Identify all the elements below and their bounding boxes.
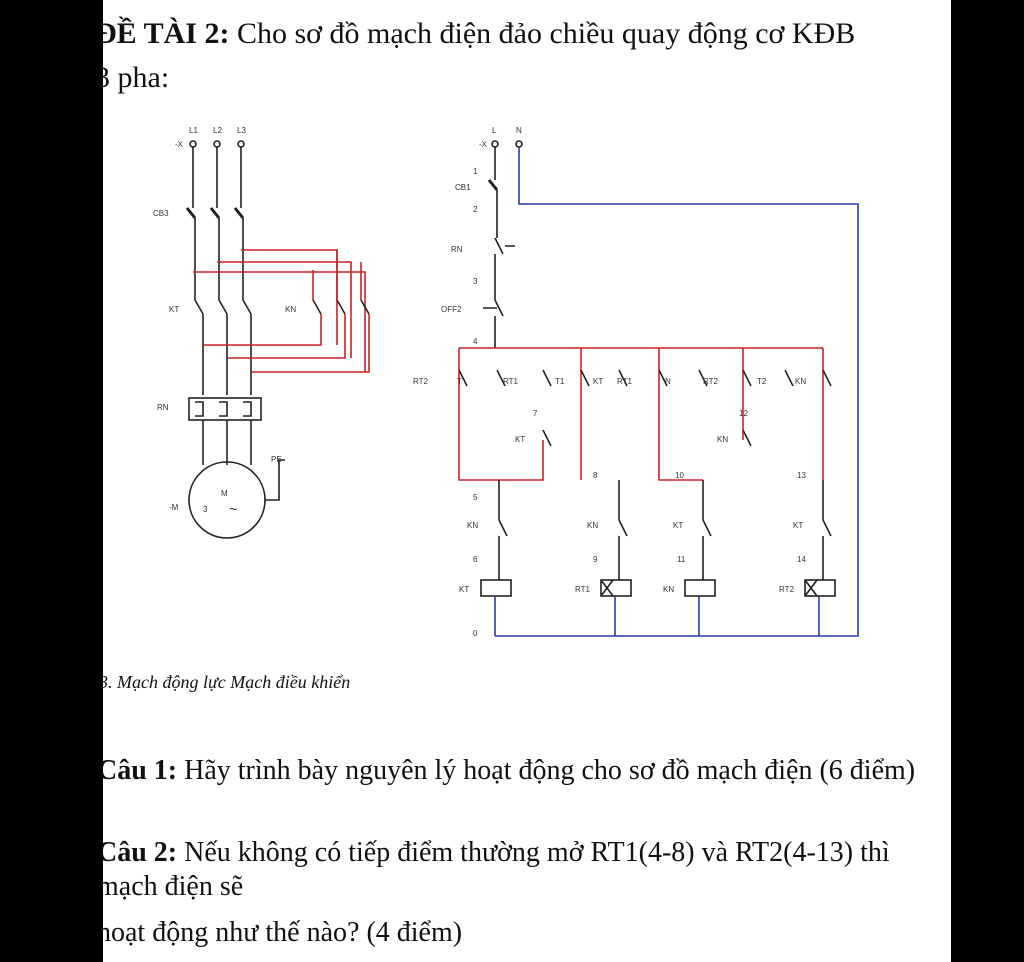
coil-kt [480, 579, 512, 597]
label-supply-n: N [516, 126, 522, 135]
title-bold: ĐỀ TÀI 2: [103, 17, 230, 50]
node-14: 14 [797, 555, 806, 564]
neutral-wire [495, 147, 859, 637]
node-8: 8 [593, 471, 598, 480]
coil-label-rt1: RT1 [575, 585, 591, 594]
label-kn: KN [285, 305, 296, 314]
series-kn-2: KN [587, 521, 598, 530]
label-terminal-2: -X [479, 140, 488, 149]
contact-n: N [665, 377, 671, 386]
node-5: 5 [473, 493, 478, 502]
power-circuit [185, 140, 370, 539]
node-3: 3 [473, 277, 478, 286]
coil-label-rt2: RT2 [779, 585, 795, 594]
contact-rt1: RT1 [503, 377, 519, 386]
contact-rt1-b: RT1 [617, 377, 633, 386]
node-12: 12 [739, 409, 748, 418]
label-supply-l: L [492, 126, 497, 135]
label-l2: L2 [213, 126, 222, 135]
stop-button-off2 [483, 299, 504, 317]
exam-page: ĐỀ TÀI 2: Cho sơ đồ mạch điện đảo chiều … [103, 0, 951, 962]
breaker-cb1 [487, 179, 499, 191]
question-2-label: Câu 2: [103, 837, 178, 868]
control-circuit [458, 140, 859, 637]
label-off2: OFF2 [441, 305, 462, 314]
breaker-cb3 [185, 207, 245, 219]
node-4: 4 [473, 337, 478, 346]
overload-contact-rn [494, 237, 515, 255]
coil-label-kt: KT [459, 585, 469, 594]
series-kt-2: KT [793, 521, 803, 530]
contact-rt2-b: RT2 [703, 377, 719, 386]
label-motor-wave: ~ [229, 501, 237, 517]
diagram-caption: 3. Mạch động lực Mạch điều khiển [103, 672, 351, 692]
question-1: Câu 1: Hãy trình bày nguyên lý hoạt động… [103, 754, 947, 788]
question-2: Câu 2: Nếu không có tiếp điểm thường mở … [103, 836, 947, 904]
contact-t1: T1 [555, 377, 565, 386]
series-kn-1: KN [467, 521, 478, 530]
node-11: 11 [677, 555, 686, 564]
question-2-text: Nếu không có tiếp điểm thường mở RT1(4-8… [103, 837, 890, 902]
contact-t2: T2 [757, 377, 767, 386]
node-13: 13 [797, 471, 806, 480]
terminal-l1 [189, 140, 197, 148]
node-10: 10 [675, 471, 684, 480]
node-0: 0 [473, 629, 478, 638]
label-pe: PE [271, 455, 282, 464]
contact-rt2: RT2 [413, 377, 429, 386]
label-motor-tag: -M [169, 503, 179, 512]
question-1-label: Câu 1: [103, 755, 178, 786]
terminal-l2 [213, 140, 221, 148]
node-1: 1 [473, 167, 478, 176]
circuit-diagram: L1 L2 L3 -X CB3 KT KN RN -M M 3 ~ PE [153, 126, 859, 638]
terminal-n [515, 140, 523, 148]
control-labels: L N -X CB1 RN OFF2 1 2 3 4 5 6 7 8 9 10 … [413, 126, 806, 638]
node-6: 6 [473, 555, 478, 564]
coil-rt2 [804, 579, 836, 597]
question-2-continued: hoạt động như thế nào? (4 điểm) [103, 917, 463, 948]
series-kt-1: KT [673, 521, 683, 530]
interlock-kt: KT [515, 435, 525, 444]
label-rn-contact: RN [451, 245, 463, 254]
terminal-l [491, 140, 499, 148]
label-cb1: CB1 [455, 183, 471, 192]
node-7: 7 [533, 409, 538, 418]
label-terminal: -X [175, 140, 184, 149]
label-motor-m: M [221, 489, 228, 498]
contactor-kt-contacts [194, 299, 252, 315]
contact-kt: KT [593, 377, 603, 386]
coil-kn [684, 579, 716, 597]
label-kt: KT [169, 305, 179, 314]
contactor-kn-contacts [312, 299, 370, 315]
title-text: Cho sơ đồ mạch điện đảo chiều quay động … [229, 17, 856, 50]
question-1-text: Hãy trình bày nguyên lý hoạt động cho sơ… [177, 755, 916, 786]
page-title: ĐỀ TÀI 2: Cho sơ đồ mạch điện đảo chiều … [103, 12, 951, 100]
terminal-l3 [237, 140, 245, 148]
power-labels: L1 L2 L3 -X CB3 KT KN RN -M M 3 ~ PE [153, 126, 296, 517]
coil-label-kn: KN [663, 585, 674, 594]
label-rn: RN [157, 403, 169, 412]
node-9: 9 [593, 555, 598, 564]
thermal-relay-rn [188, 397, 262, 421]
label-cb3: CB3 [153, 209, 169, 218]
title-line2: 3 pha: [103, 61, 170, 94]
label-motor-phase: 3 [203, 505, 208, 514]
node-2: 2 [473, 205, 478, 214]
label-l1: L1 [189, 126, 198, 135]
interlock-kn: KN [717, 435, 728, 444]
label-l3: L3 [237, 126, 246, 135]
motor [188, 461, 266, 539]
contact-kn: KN [795, 377, 806, 386]
contact-t: T [457, 377, 462, 386]
coil-rt1 [600, 579, 632, 597]
